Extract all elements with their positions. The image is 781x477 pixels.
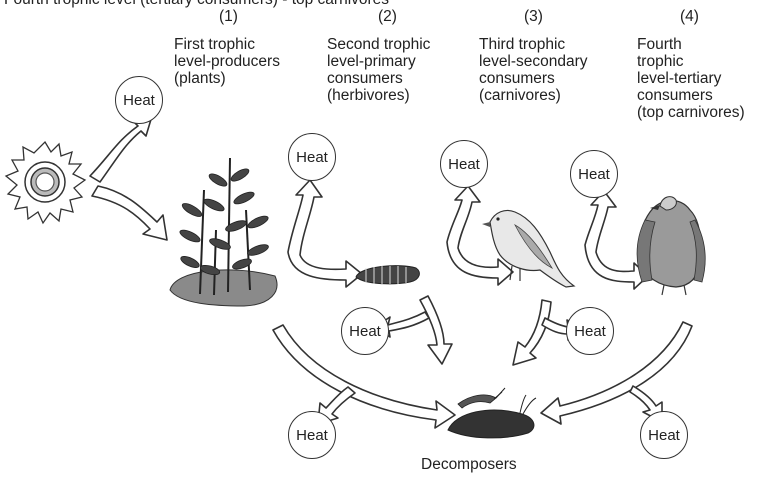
- level-4-label: Fourth trophic level-tertiary consumers …: [637, 36, 745, 121]
- arrow-sun-to-plants: [92, 186, 167, 240]
- heat-circle: Heat: [566, 307, 614, 355]
- arrow-herbivores-to-decomposers: [420, 296, 452, 364]
- level-4-number: (4): [680, 8, 699, 26]
- arrow-top-carnivores-to-decomposers: [541, 322, 692, 424]
- caterpillar-icon: [356, 266, 419, 284]
- level-2-number: (2): [378, 8, 397, 26]
- heat-circle: Heat: [115, 76, 163, 124]
- arrow-sun-to-heat: [90, 116, 152, 182]
- top-caption: Fourth trophic level (tertiary consumers…: [4, 0, 389, 9]
- level-3-label: Third trophic level-secondary consumers …: [479, 36, 588, 104]
- level-2-label: Second trophic level-primary consumers (…: [327, 36, 430, 104]
- heat-circle: Heat: [288, 133, 336, 181]
- level-3-number: (3): [524, 8, 543, 26]
- arrow-carnivores-to-decomposers: [513, 300, 551, 365]
- heat-circle: Heat: [570, 150, 618, 198]
- arrow-plants-to-herbivores: [288, 180, 362, 287]
- heat-circle: Heat: [640, 411, 688, 459]
- plants-icon: [170, 158, 277, 306]
- heat-circle: Heat: [341, 307, 389, 355]
- level-1-number: (1): [219, 8, 238, 26]
- decomposers-icon: [448, 388, 536, 438]
- heat-circle: Heat: [288, 411, 336, 459]
- level-1-label: First trophic level-producers (plants): [174, 36, 280, 87]
- decomposers-label: Decomposers: [421, 456, 517, 474]
- heat-circle: Heat: [440, 140, 488, 188]
- sun-icon: [6, 142, 85, 223]
- vulture-icon: [637, 197, 705, 295]
